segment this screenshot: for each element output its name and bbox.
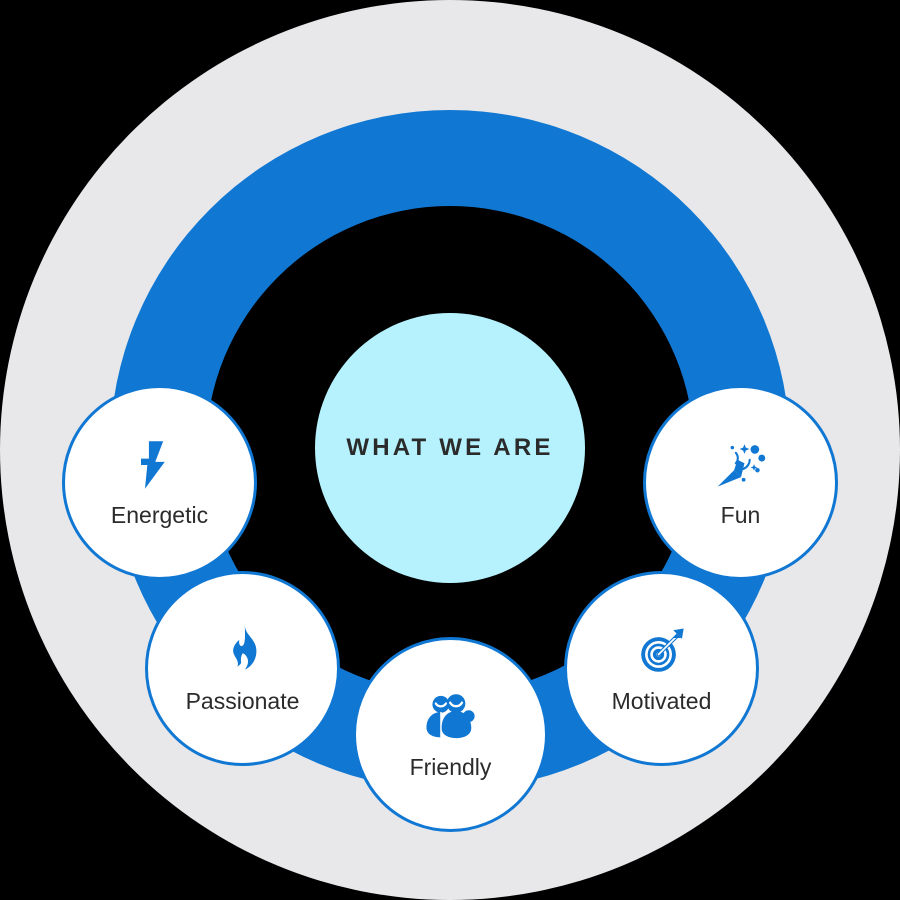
node-motivated-label: Motivated [611,688,712,714]
center-circle: WHAT WE ARE [315,313,585,583]
center-label: WHAT WE ARE [346,434,554,461]
node-energetic[interactable]: Energetic [62,385,257,580]
node-fun[interactable]: Fun [643,385,838,580]
node-passionate[interactable]: Passionate [145,571,340,766]
lightning-bolt-icon [133,438,187,492]
target-arrow-icon [635,624,689,678]
party-popper-icon [714,438,768,492]
node-energetic-label: Energetic [110,502,209,528]
node-passionate-label: Passionate [185,688,300,714]
people-group-icon [424,690,478,744]
node-friendly-label: Friendly [409,754,492,780]
node-fun-label: Fun [720,502,761,528]
node-motivated[interactable]: Motivated [564,571,759,766]
node-friendly[interactable]: Friendly [353,637,548,832]
flame-icon [216,624,270,678]
